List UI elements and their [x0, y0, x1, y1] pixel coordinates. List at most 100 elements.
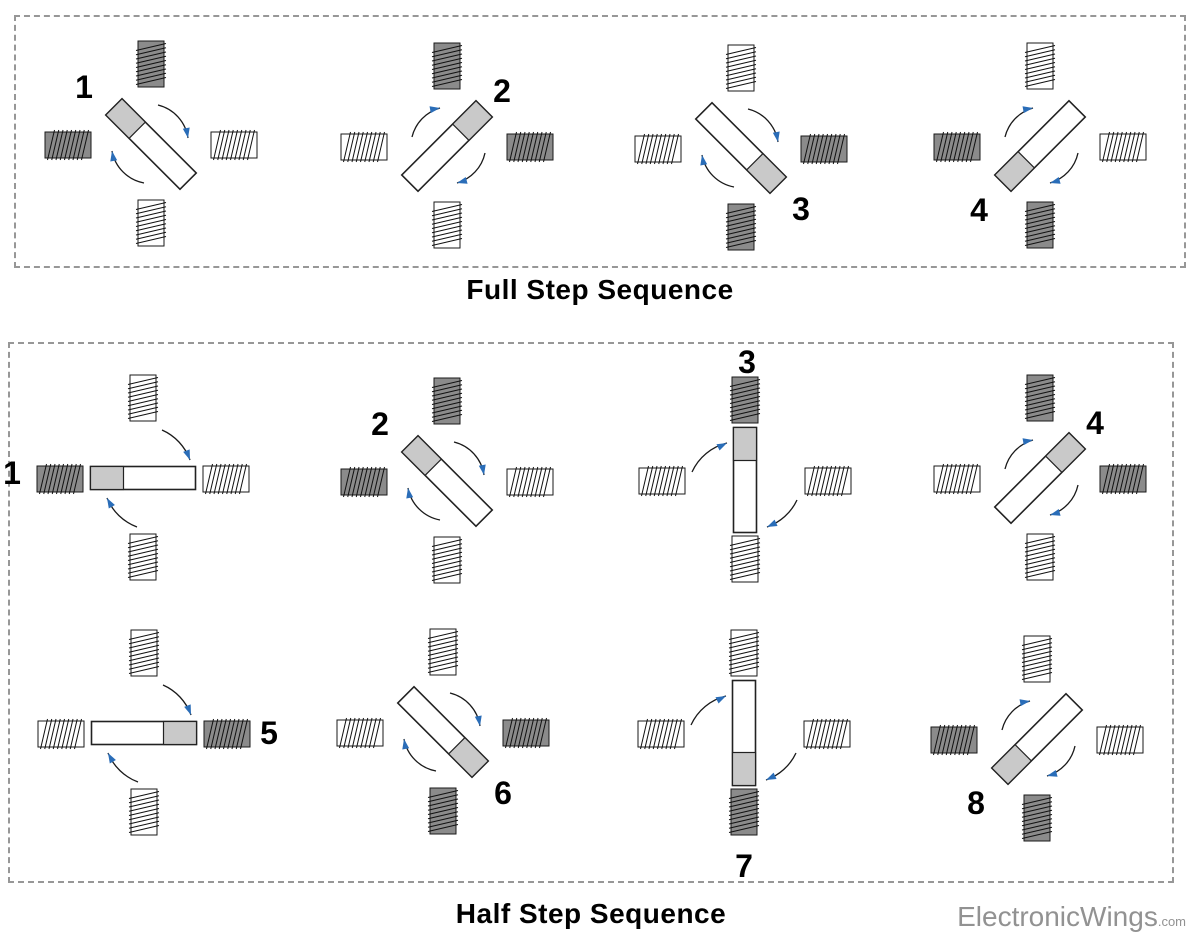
- half-step-diagram-3: 3: [638, 344, 852, 583]
- rotation-arrow: [1001, 699, 1031, 731]
- coil-right-energized: [800, 133, 848, 165]
- coil-top: [128, 629, 160, 677]
- watermark-tld: .com: [1157, 914, 1186, 929]
- rotor-marked-pole: [451, 99, 494, 142]
- coil-left: [336, 717, 384, 749]
- rotation-arrow: [690, 695, 727, 726]
- coil-top: [728, 629, 760, 677]
- step-number-label: 7: [735, 848, 753, 884]
- coil-right: [1099, 131, 1147, 163]
- coil-right: [803, 718, 851, 750]
- coil-left: [638, 465, 686, 497]
- rotation-arrow: [162, 684, 192, 716]
- step-number-label: 4: [970, 192, 988, 228]
- arrowhead-icon: [772, 131, 780, 142]
- rotation-arrow: [402, 738, 437, 772]
- rotation-arrow: [107, 752, 139, 783]
- rotor: [89, 465, 197, 491]
- rotor: [400, 99, 494, 193]
- full-step-diagram-1: 1: [44, 40, 258, 247]
- coil-right-energized: [1099, 463, 1147, 495]
- step-number-label: 5: [260, 715, 278, 751]
- full-step-diagram-4: 4: [933, 42, 1147, 249]
- coil-bottom: [127, 533, 159, 581]
- coil-right: [210, 129, 258, 161]
- rotation-arrow: [406, 487, 441, 521]
- rotor-marked-pole: [162, 720, 198, 746]
- coil-right-energized: [506, 131, 554, 163]
- step-number-label: 3: [738, 344, 756, 380]
- rotor: [396, 685, 490, 779]
- coil-left: [634, 133, 682, 165]
- rotation-arrow: [411, 106, 441, 138]
- full-step-panel: [14, 15, 1186, 268]
- coil-bottom: [729, 535, 761, 583]
- half-step-diagram-6: 6: [336, 628, 550, 835]
- step-number-label: 1: [3, 455, 21, 491]
- rotor: [993, 99, 1087, 193]
- coil-top-energized: [135, 40, 167, 88]
- coil-bottom-energized: [1021, 794, 1053, 842]
- step-number-label: 3: [792, 191, 810, 227]
- arrowhead-icon: [457, 177, 468, 184]
- rotor: [90, 720, 198, 746]
- half-step-diagram-2: 2: [340, 377, 554, 584]
- rotor: [993, 431, 1087, 525]
- arrowhead-icon: [108, 753, 116, 764]
- coil-bottom: [1024, 533, 1056, 581]
- rotation-arrow: [765, 752, 797, 781]
- arrowhead-icon: [110, 151, 118, 162]
- rotor-marked-pole: [1044, 431, 1087, 474]
- coil-left-energized: [930, 724, 978, 756]
- arrowhead-icon: [1047, 770, 1058, 777]
- arrowhead-icon: [1019, 699, 1030, 707]
- half-step-title: Half Step Sequence: [455, 898, 727, 929]
- coil-bottom-energized: [1024, 201, 1056, 249]
- arrowhead-icon: [478, 464, 486, 475]
- coil-left: [637, 718, 685, 750]
- coil-bottom: [431, 201, 463, 249]
- full-step-diagram-3: 3: [634, 44, 848, 251]
- rotation-arrow: [1004, 438, 1034, 470]
- rotor: [990, 692, 1084, 786]
- arrowhead-icon: [766, 772, 777, 780]
- rotor-marked-pole: [732, 426, 758, 462]
- coil-bottom: [135, 199, 167, 247]
- arrowhead-icon: [429, 106, 440, 114]
- rotor-marked-pole: [89, 465, 125, 491]
- coil-top-energized: [1024, 374, 1056, 422]
- coil-bottom: [128, 788, 160, 836]
- arrowhead-icon: [1050, 509, 1061, 516]
- arrowhead-icon: [1022, 106, 1033, 114]
- rotation-arrow: [1004, 106, 1034, 138]
- step-number-label: 2: [493, 73, 511, 109]
- coil-left-energized: [933, 131, 981, 163]
- rotor-marked-pole: [745, 152, 788, 195]
- coil-left: [37, 718, 85, 750]
- coil-right: [1096, 724, 1144, 756]
- watermark-logo: ElectronicWings.com: [957, 901, 1186, 933]
- half-step-diagram-5: 5: [37, 629, 278, 836]
- rotation-arrow: [1046, 745, 1076, 777]
- rotation-arrow: [747, 108, 780, 143]
- rotor-marked-pole: [447, 736, 490, 779]
- step-number-label: 2: [371, 406, 389, 442]
- rotor: [104, 97, 198, 191]
- step-number-label: 6: [494, 775, 512, 811]
- rotor-marked-pole: [731, 751, 757, 787]
- rotor-marked-pole: [400, 434, 443, 477]
- coil-left-energized: [36, 463, 84, 495]
- arrowhead-icon: [1022, 438, 1033, 446]
- coil-top: [127, 374, 159, 422]
- arrowhead-icon: [183, 449, 190, 460]
- coil-top-energized: [431, 42, 463, 90]
- coil-left: [933, 463, 981, 495]
- step-number-label: 1: [75, 69, 93, 105]
- arrowhead-icon: [1050, 177, 1061, 184]
- coil-bottom-energized: [728, 788, 760, 836]
- coil-top-energized: [431, 377, 463, 425]
- coil-left: [340, 131, 388, 163]
- arrowhead-icon: [184, 704, 191, 715]
- rotation-arrow: [691, 442, 728, 473]
